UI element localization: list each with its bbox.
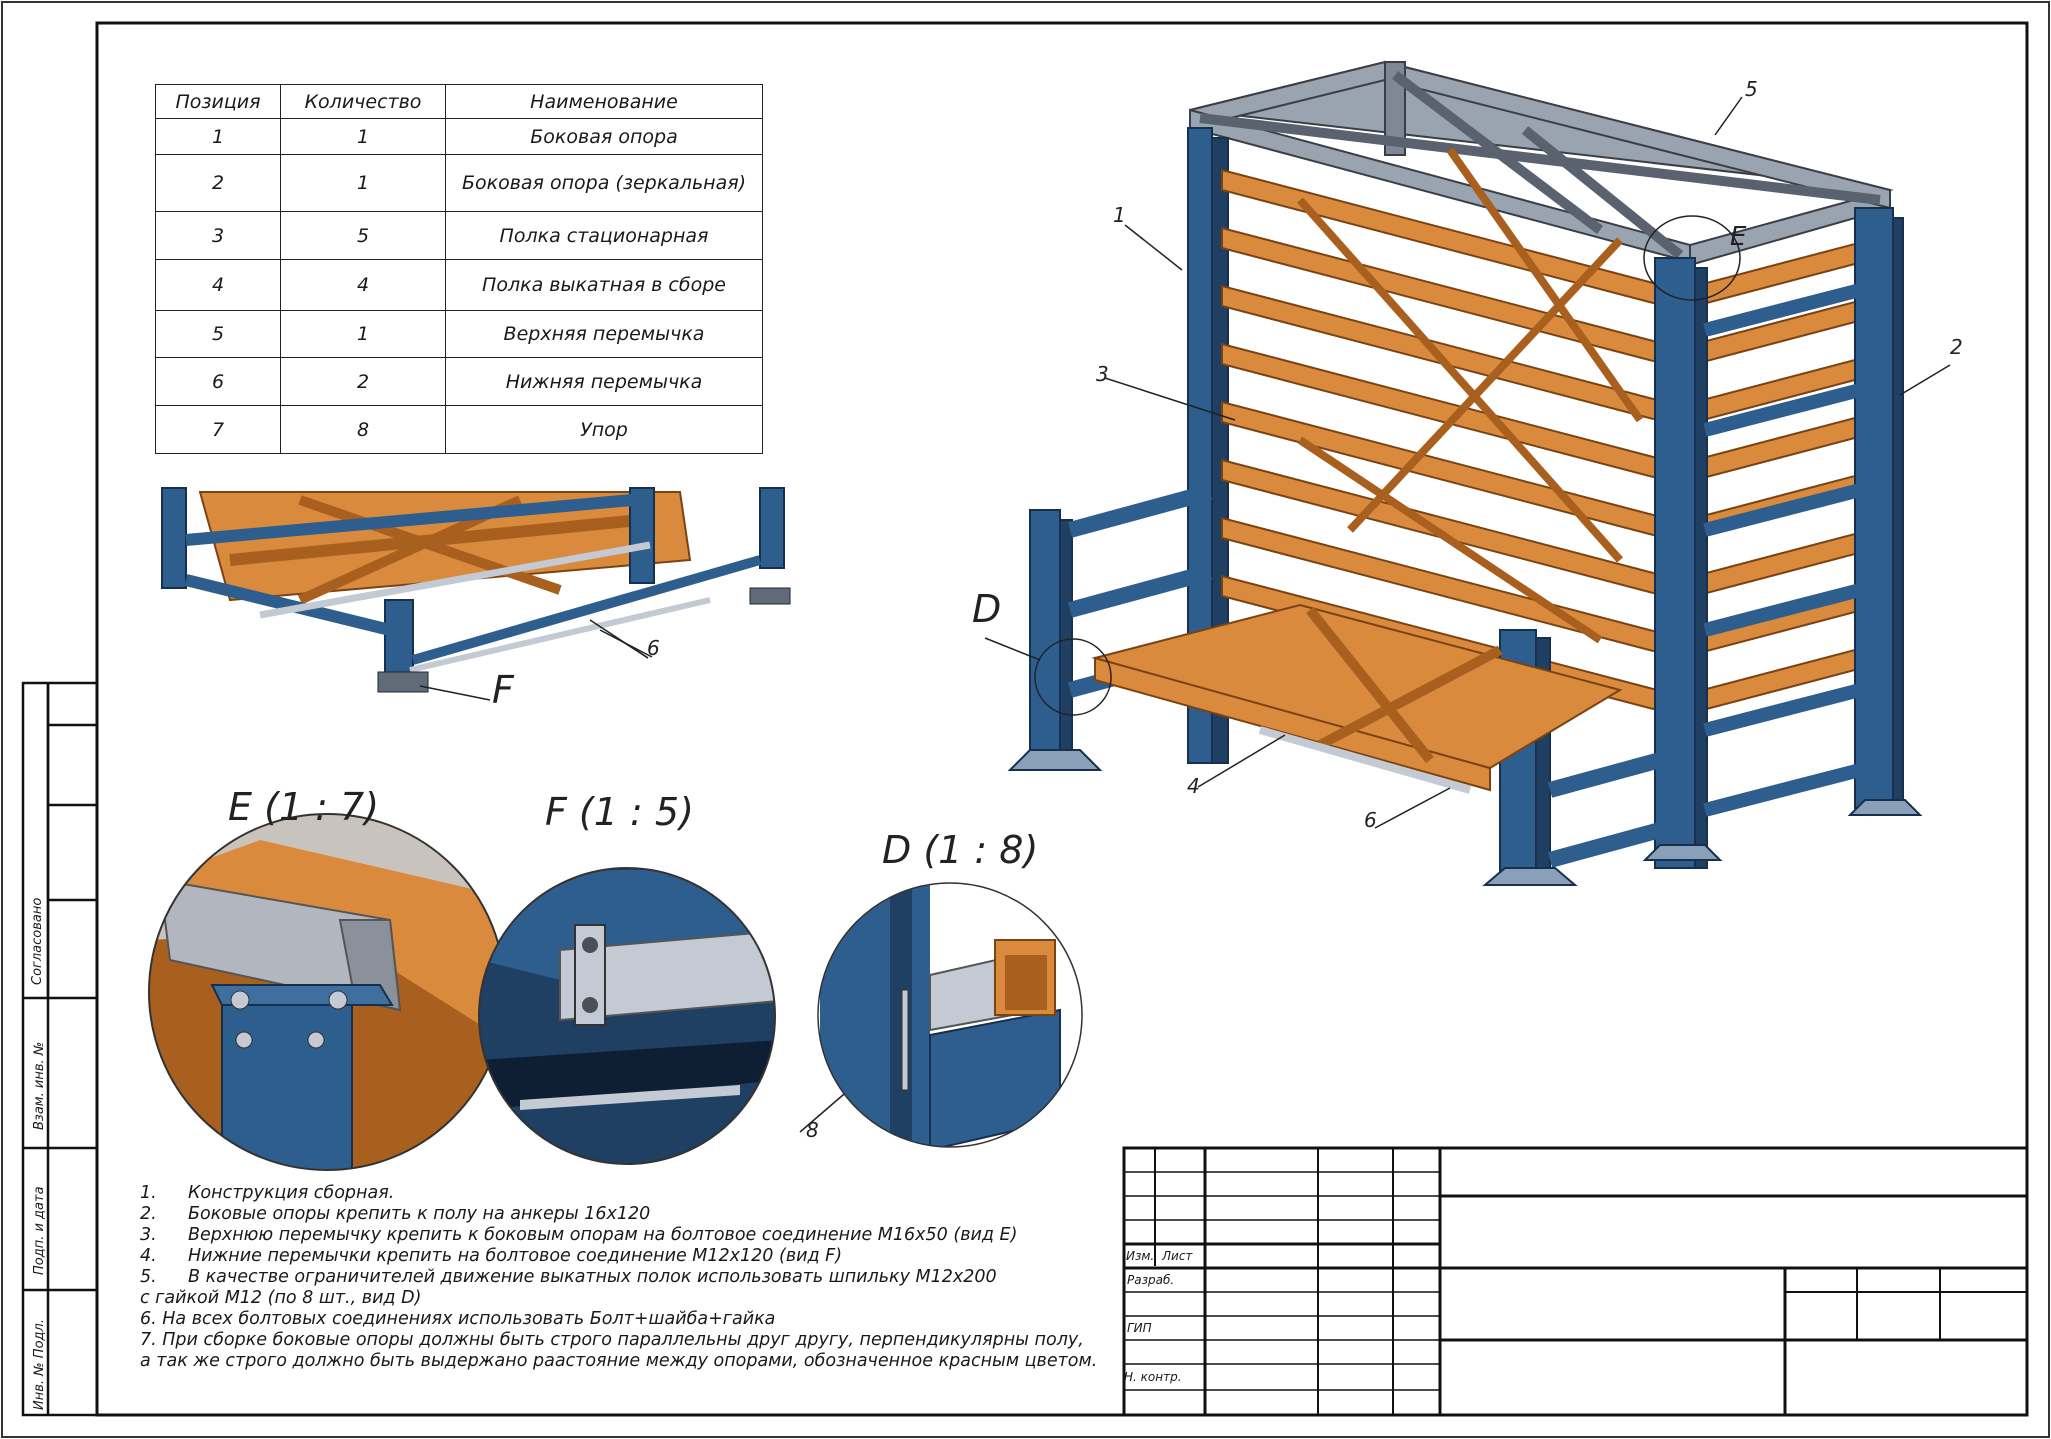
technical-notes: 1.Конструкция сборная. 2.Боковые опоры к… xyxy=(140,1183,1100,1372)
view-label-E: E (1 : 7) xyxy=(228,785,380,829)
cell-name: Полка выкатная в сборе xyxy=(445,259,763,311)
cell-position: 3 xyxy=(155,211,281,260)
main-rack-view xyxy=(1007,60,1923,886)
tb-izm: Изм. xyxy=(1126,1249,1155,1263)
detail-view-E xyxy=(148,813,506,1171)
tb-razrab: Разраб. xyxy=(1127,1273,1175,1287)
cell-quantity: 1 xyxy=(280,310,446,358)
callout-3: 3 xyxy=(1096,362,1109,386)
callout-6-main: 6 xyxy=(1364,808,1377,832)
underside-view xyxy=(160,487,791,701)
note-line: 5.В качестве ограничителей движение выка… xyxy=(140,1267,997,1287)
cell-quantity: 5 xyxy=(280,211,446,260)
table-row: 4 4 Полка выкатная в сборе xyxy=(155,259,763,311)
note-line: а так же строго должно быть выдержано ра… xyxy=(140,1351,1098,1371)
table-row: 3 5 Полка стационарная xyxy=(155,211,763,260)
detail-mark-D: D xyxy=(972,587,1002,631)
cell-position: 6 xyxy=(155,357,281,406)
note-line: с гайкой М12 (по 8 шт., вид D) xyxy=(140,1288,422,1308)
view-label-F: F (1 : 5) xyxy=(545,790,694,834)
title-block xyxy=(1122,1146,2029,1417)
cell-quantity: 8 xyxy=(280,405,446,454)
cell-quantity: 1 xyxy=(280,154,446,212)
lower-crossbar xyxy=(1258,726,1472,794)
detail-view-D xyxy=(817,882,1083,1148)
table-row: 1 1 Боковая опора xyxy=(155,118,763,155)
note-line: 2.Боковые опоры крепить к полу на анкеры… xyxy=(140,1204,651,1224)
tb-n-kontr: Н. контр. xyxy=(1124,1370,1182,1384)
callout-4: 4 xyxy=(1187,774,1200,798)
callout-6-underside: 6 xyxy=(647,636,660,660)
callout-1: 1 xyxy=(1113,203,1126,227)
note-line: 7. При сборке боковые опоры должны быть … xyxy=(140,1330,1084,1350)
callout-5: 5 xyxy=(1745,77,1758,101)
callout-2: 2 xyxy=(1950,335,1963,359)
stamp-sign-date: Подп. и дата xyxy=(32,1186,47,1275)
stamp-inv-orig: Инв. № Подл. xyxy=(32,1319,47,1410)
header-name: Наименование xyxy=(445,84,763,119)
note-line: 6. На всех болтовых соединениях использо… xyxy=(140,1309,776,1329)
detail-marker-D xyxy=(1034,638,1112,716)
note-line: 3.Верхнюю перемычку крепить к боковым оп… xyxy=(140,1225,1018,1245)
cell-name: Нижняя перемычка xyxy=(445,357,763,406)
tb-list: Лист xyxy=(1162,1249,1193,1263)
top-crossbeam xyxy=(1189,60,1894,267)
cell-position: 2 xyxy=(155,154,281,212)
cell-name: Полка стационарная xyxy=(445,211,763,260)
cell-name: Боковая опора xyxy=(445,118,763,155)
cell-quantity: 2 xyxy=(280,357,446,406)
stamp-replace-inv: Взам. инв. № xyxy=(32,1041,47,1130)
cell-name: Верхняя перемычка xyxy=(445,310,763,358)
table-row: 2 1 Боковая опора (зеркальная) xyxy=(155,154,763,212)
side-stamp xyxy=(21,681,99,1417)
cell-name: Боковая опора (зеркальная) xyxy=(445,154,763,212)
cell-position: 5 xyxy=(155,310,281,358)
cell-quantity: 1 xyxy=(280,118,446,155)
specification-table: Позиция Количество Наименование 1 1 Боко… xyxy=(155,84,763,454)
cell-quantity: 4 xyxy=(280,259,446,311)
callout-8: 8 xyxy=(806,1118,819,1142)
cell-position: 7 xyxy=(155,405,281,454)
stamp-agreed: Согласовано xyxy=(30,897,45,985)
note-line: 4.Нижние перемычки крепить на болтовое с… xyxy=(140,1246,843,1266)
shelf-diagonals xyxy=(1297,147,1644,644)
detail-mark-F: F xyxy=(492,668,514,712)
table-row: 6 2 Нижняя перемычка xyxy=(155,357,763,406)
side-support-right xyxy=(1654,207,1904,869)
detail-mark-E: E xyxy=(1730,222,1747,252)
cell-position: 4 xyxy=(155,259,281,311)
view-label-D: D (1 : 8) xyxy=(882,828,1039,872)
table-row: 7 8 Упор xyxy=(155,405,763,454)
header-quantity: Количество xyxy=(280,84,446,119)
detail-view-F xyxy=(478,867,776,1165)
detail-marker-E xyxy=(1643,215,1741,301)
pullout-shelf xyxy=(1091,603,1623,792)
note-line: 1.Конструкция сборная. xyxy=(140,1183,395,1203)
table-header-row: Позиция Количество Наименование xyxy=(155,84,763,119)
table-row: 5 1 Верхняя перемычка xyxy=(155,310,763,358)
cell-name: Упор xyxy=(445,405,763,454)
cell-position: 1 xyxy=(155,118,281,155)
tb-gip: ГИП xyxy=(1127,1321,1152,1335)
header-position: Позиция xyxy=(155,84,281,119)
